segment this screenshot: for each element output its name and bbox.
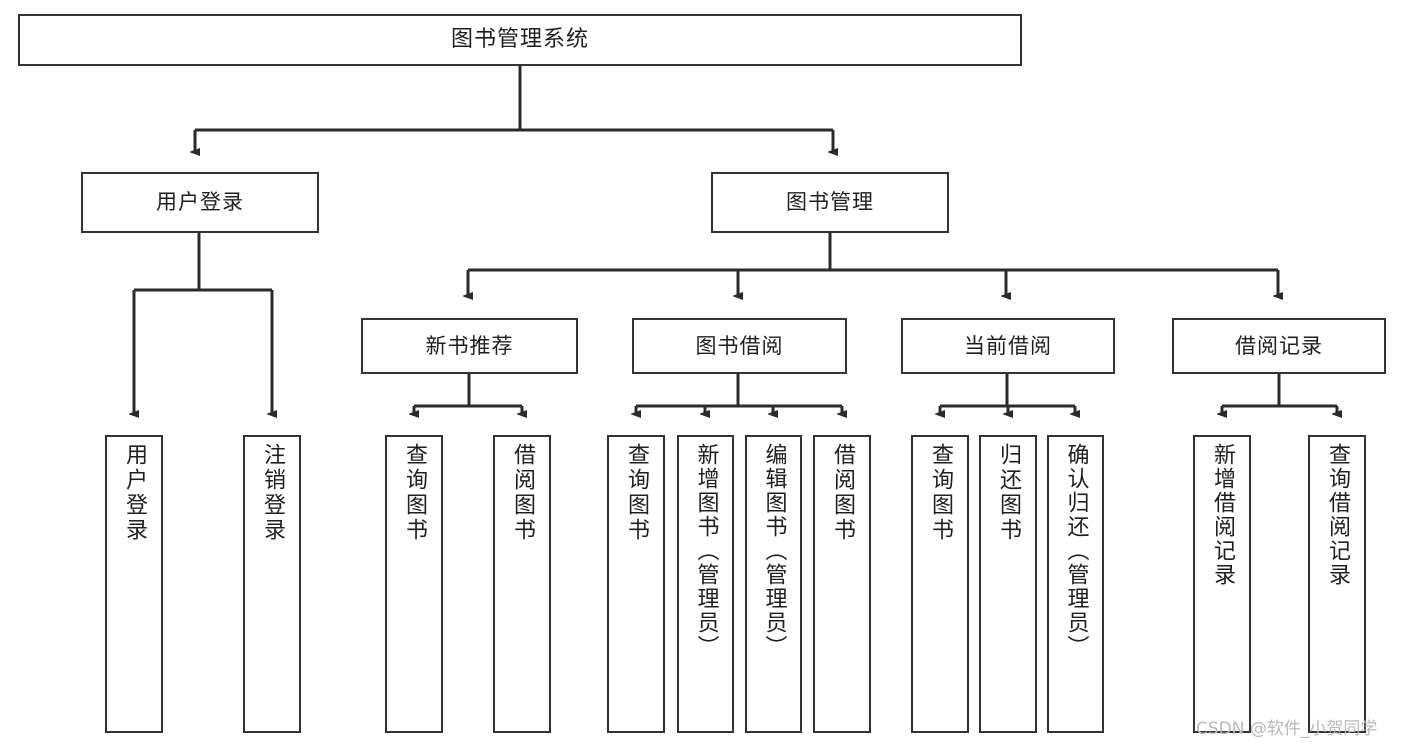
- node-leaf-query-book-2[interactable]: 查询图书: [607, 435, 665, 733]
- node-leaf-query-book-2-label: 查询图书: [624, 443, 649, 543]
- node-user-login-label: 用户登录: [156, 190, 244, 215]
- node-root[interactable]: 图书管理系统: [18, 14, 1022, 66]
- node-leaf-query-record[interactable]: 查询借阅记录: [1308, 435, 1366, 733]
- node-leaf-borrow-book-1-label: 借阅图书: [510, 443, 535, 543]
- node-leaf-edit-book[interactable]: 编辑图书（管理员）: [745, 435, 802, 733]
- node-root-label: 图书管理系统: [450, 27, 589, 53]
- node-leaf-user-logout[interactable]: 注销登录: [243, 435, 301, 733]
- node-new-book-rec[interactable]: 新书推荐: [361, 318, 578, 374]
- node-book-manage[interactable]: 图书管理: [711, 172, 949, 233]
- node-leaf-edit-book-label: 编辑图书（管理员）: [761, 443, 787, 659]
- node-new-book-rec-label: 新书推荐: [425, 333, 514, 358]
- node-leaf-user-login-label: 用户登录: [122, 443, 147, 543]
- node-leaf-borrow-book-2[interactable]: 借阅图书: [813, 435, 871, 733]
- node-leaf-user-logout-label: 注销登录: [260, 443, 285, 543]
- node-leaf-add-record-label: 新增借阅记录: [1210, 443, 1235, 587]
- node-leaf-query-book-3[interactable]: 查询图书: [911, 435, 969, 733]
- node-book-manage-label: 图书管理: [786, 190, 874, 215]
- node-book-borrow-label: 图书借阅: [695, 333, 784, 358]
- node-leaf-user-login[interactable]: 用户登录: [105, 435, 163, 733]
- node-leaf-query-record-label: 查询借阅记录: [1325, 443, 1350, 587]
- node-leaf-confirm-return-label: 确认归还（管理员）: [1063, 443, 1089, 659]
- node-leaf-return-book-label: 归还图书: [996, 443, 1021, 543]
- node-leaf-add-book-label: 新增图书（管理员）: [693, 443, 719, 659]
- node-leaf-borrow-book-2-label: 借阅图书: [830, 443, 855, 543]
- node-leaf-confirm-return[interactable]: 确认归还（管理员）: [1047, 435, 1104, 733]
- node-user-login[interactable]: 用户登录: [81, 172, 319, 233]
- node-leaf-borrow-book-1[interactable]: 借阅图书: [493, 435, 551, 733]
- node-leaf-return-book[interactable]: 归还图书: [979, 435, 1037, 733]
- node-current-borrow-label: 当前借阅: [964, 333, 1052, 358]
- node-current-borrow[interactable]: 当前借阅: [901, 318, 1115, 374]
- node-leaf-query-book-1[interactable]: 查询图书: [385, 435, 443, 733]
- node-leaf-add-record[interactable]: 新增借阅记录: [1193, 435, 1251, 733]
- csdn-watermark: CSDN @软件_小贺同学: [1196, 719, 1378, 739]
- node-leaf-add-book[interactable]: 新增图书（管理员）: [677, 435, 734, 733]
- node-borrow-record-label: 借阅记录: [1235, 333, 1323, 358]
- node-leaf-query-book-1-label: 查询图书: [402, 443, 427, 543]
- node-leaf-query-book-3-label: 查询图书: [928, 443, 953, 543]
- node-borrow-record[interactable]: 借阅记录: [1172, 318, 1386, 374]
- node-book-borrow[interactable]: 图书借阅: [632, 318, 847, 374]
